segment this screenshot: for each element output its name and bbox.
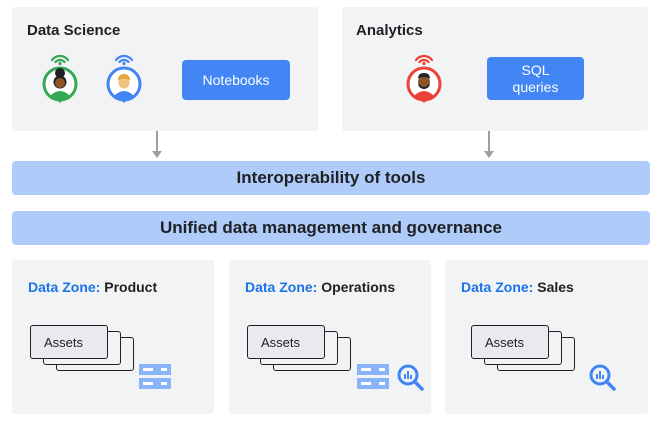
analyst-avatar-icon: [406, 54, 442, 103]
governance-bar: Unified data management and governance: [12, 211, 650, 245]
data-scientist-avatar-icon: [42, 54, 78, 103]
interoperability-bar: Interoperability of tools: [12, 161, 650, 195]
analytics-search-icon: [589, 364, 616, 391]
zone-title: Data Zone: Product: [28, 279, 157, 295]
zone-title: Data Zone: Sales: [461, 279, 574, 295]
assets-card[interactable]: Assets: [30, 325, 108, 359]
down-arrow-icon: [484, 151, 494, 158]
down-arrow-icon: [152, 151, 162, 158]
storage-icon: [357, 364, 389, 389]
notebooks-button[interactable]: Notebooks: [182, 60, 290, 100]
sql-queries-button[interactable]: SQL queries: [487, 57, 584, 100]
panel-title: Data Science: [27, 22, 121, 39]
data-zone-sales: Data Zone: Sales Assets: [445, 260, 648, 414]
data-science-panel: Data Science Notebooks: [12, 7, 318, 131]
zone-prefix: Data Zone:: [245, 279, 318, 295]
zone-name: Product: [104, 279, 158, 295]
connector-line: [156, 131, 158, 151]
analytics-search-icon: [397, 364, 424, 391]
connector-line: [488, 131, 490, 151]
zone-name: Sales: [537, 279, 574, 295]
assets-card[interactable]: Assets: [247, 325, 325, 359]
data-zone-product: Data Zone: Product Assets: [12, 260, 214, 414]
storage-icon: [139, 364, 171, 389]
data-scientist-avatar-icon: [106, 54, 142, 103]
zone-prefix: Data Zone:: [461, 279, 534, 295]
analytics-panel: Analytics SQL queries: [342, 7, 648, 131]
zone-name: Operations: [321, 279, 396, 295]
assets-card[interactable]: Assets: [471, 325, 549, 359]
zone-prefix: Data Zone:: [28, 279, 101, 295]
data-zone-operations: Data Zone: Operations Assets: [229, 260, 431, 414]
zone-title: Data Zone: Operations: [245, 279, 395, 295]
panel-title: Analytics: [356, 22, 423, 39]
